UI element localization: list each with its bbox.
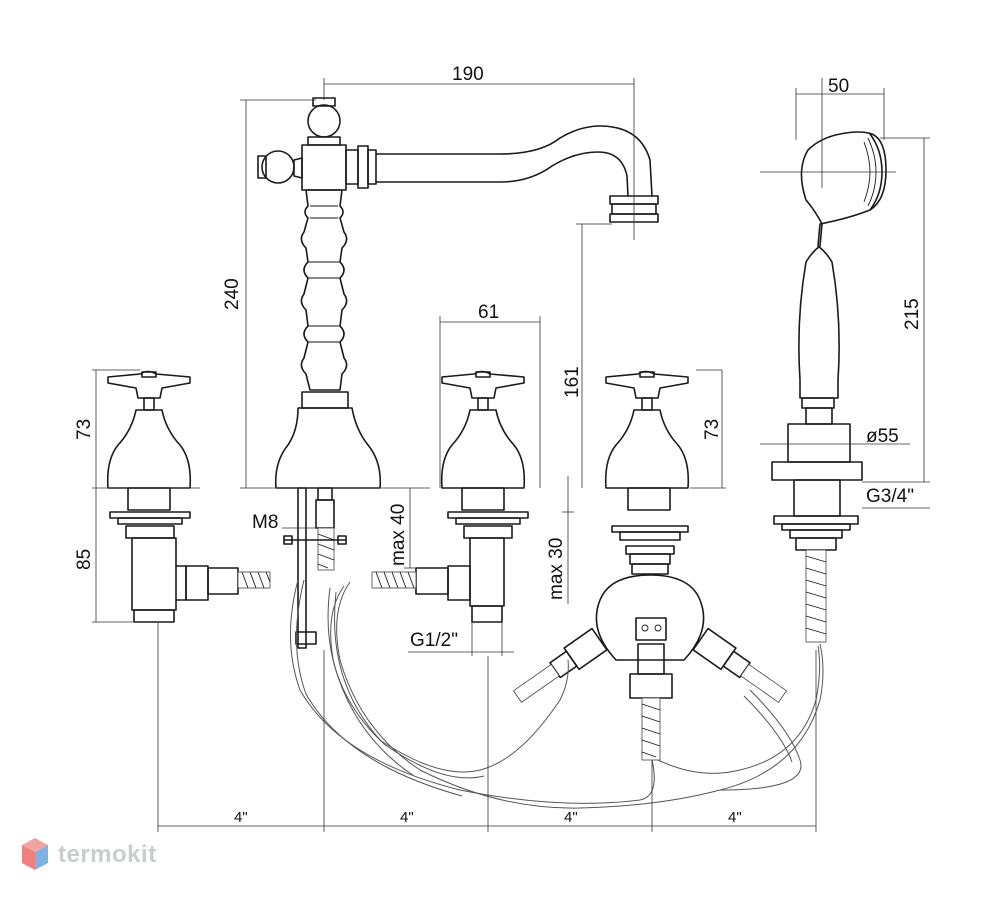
dimension-lines <box>92 78 930 832</box>
dim-spacing-4: 4" <box>728 809 742 826</box>
dim-spacing-1: 4" <box>234 809 248 826</box>
dim-handshower-length: 215 <box>902 298 923 330</box>
handshower <box>771 131 887 643</box>
left-valve <box>106 370 271 623</box>
dim-spout-height: 240 <box>222 278 243 310</box>
right-valve-diverter <box>512 370 788 761</box>
dim-rod-thread: M8 <box>252 512 278 533</box>
dim-handle-height-right: 73 <box>702 419 723 440</box>
brand-cube-icon <box>22 838 48 870</box>
dimension-labels: 190 240 61 161 73 73 85 M8 max 40 max 30… <box>74 64 923 826</box>
hoses <box>289 579 824 809</box>
dim-handle-height-left: 73 <box>74 419 95 440</box>
brand-watermark: termokit <box>20 836 157 874</box>
dim-inlet-thread: G1/2" <box>410 630 458 651</box>
brand-name: termokit <box>58 841 157 868</box>
dim-spacing-3: 4" <box>564 809 578 826</box>
dim-max-deck-40: max 40 <box>388 504 409 566</box>
dim-spout-outlet-height: 161 <box>562 366 583 398</box>
dim-handshower-width: 50 <box>828 76 849 97</box>
dim-max-deck-30: max 30 <box>546 538 567 600</box>
dim-shank-length: 85 <box>74 549 95 570</box>
dim-holder-thread: G3/4" <box>866 486 914 507</box>
dim-handle-width: 61 <box>478 302 499 323</box>
dim-holder-diameter: ø55 <box>866 426 899 447</box>
dim-spout-reach: 190 <box>452 64 484 85</box>
middle-valve <box>371 370 529 623</box>
dim-spacing-2: 4" <box>400 809 414 826</box>
